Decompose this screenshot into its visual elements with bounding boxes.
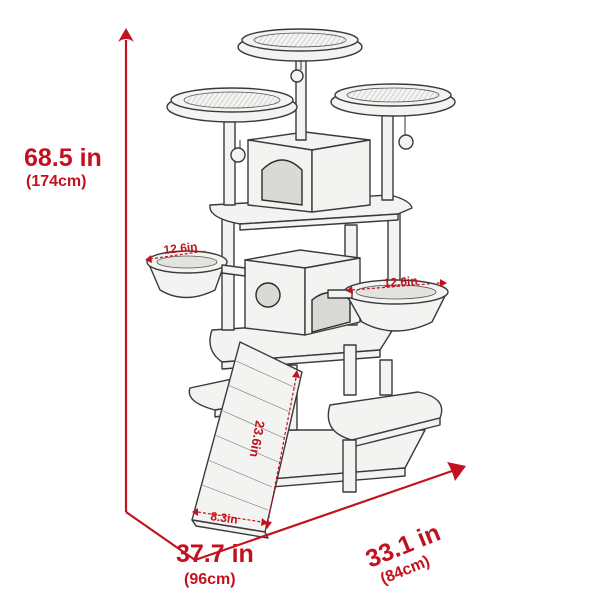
- upper-condo: [247, 131, 371, 213]
- right-basket-label: 12.6in: [383, 274, 418, 290]
- top-perch: [237, 28, 363, 62]
- dimension-lines: [118, 28, 466, 562]
- hanging-toys: [230, 60, 414, 163]
- ramp: [191, 341, 303, 539]
- height-metric-label: (174cm): [26, 173, 86, 190]
- width-label: 37.7 in: [176, 540, 254, 568]
- left-perch: [166, 87, 298, 123]
- right-basket: [327, 279, 449, 332]
- width-metric-label: (96cm): [184, 571, 236, 588]
- ramp-length-label: 23.6in: [247, 419, 268, 458]
- ramp-width-label: 8.3in: [210, 509, 239, 527]
- left-basket: [146, 250, 246, 299]
- left-basket-label: 12.6in: [163, 240, 198, 257]
- height-label: 68.5 in: [24, 144, 102, 172]
- cat-tree-illustration: [146, 28, 456, 539]
- right-perch: [330, 83, 456, 117]
